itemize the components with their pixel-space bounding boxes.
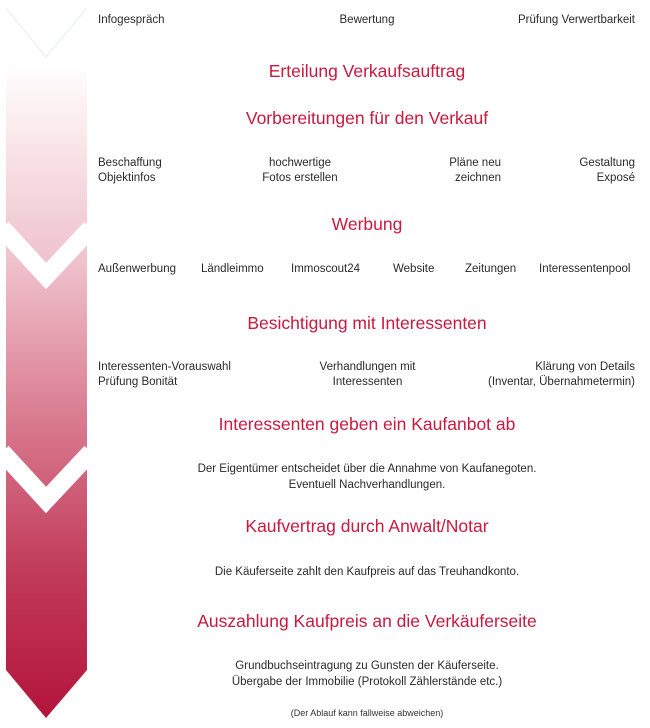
prep-item-plaene: Pläne neu zeichnen (449, 157, 501, 184)
step-pruefung-verwertbarkeit: Prüfung Verwertbarkeit (518, 14, 635, 26)
heading-auszahlung: Auszahlung Kaufpreis an die Verkäufersei… (197, 611, 537, 631)
heading-besichtigung: Besichtigung mit Interessenten (247, 313, 487, 333)
ad-channel-interessentenpool: Interessentenpool (539, 263, 631, 275)
heading-vorbereitungen: Vorbereitungen für den Verkauf (245, 108, 489, 128)
heading-erteilung-verkaufsauftrag: Erteilung Verkaufsauftrag (268, 61, 466, 81)
footnote: (Der Ablauf kann fallweise abweichen) (290, 708, 444, 718)
auszahlung-description: Grundbuchseintragung zu Gunsten der Käuf… (231, 660, 503, 688)
prep-item-expose: Gestaltung Exposé (579, 157, 635, 184)
ad-channel-laendleimmo: Ländleimmo (201, 263, 264, 275)
ad-channel-zeitungen: Zeitungen (465, 263, 517, 275)
heading-kaufvertrag: Kaufvertrag durch Anwalt/Notar (245, 516, 489, 536)
heading-werbung: Werbung (331, 214, 403, 234)
heading-kaufanbot: Interessenten geben ein Kaufanbot ab (218, 414, 516, 434)
prep-item-fotos: hochwertige Fotos erstellen (262, 157, 338, 184)
viewing-item-verhandlungen: Verhandlungen mit Interessenten (319, 361, 416, 388)
process-arrow-icon (0, 7, 98, 718)
ad-channel-website: Website (393, 263, 435, 275)
ad-channel-immoscout24: Immoscout24 (291, 263, 361, 275)
prep-item-objektinfos: Beschaffung Objektinfos (98, 157, 162, 184)
kaufanbot-description: Der Eigentümer entscheidet über die Anna… (197, 463, 537, 491)
viewing-item-details: Klärung von Details (Inventar, Übernahme… (487, 361, 635, 388)
viewing-item-vorauswahl: Interessenten-Vorauswahl Prüfung Bonität (98, 361, 231, 388)
kaufvertrag-description: Die Käuferseite zahlt den Kaufpreis auf … (214, 566, 520, 578)
step-bewertung: Bewertung (339, 14, 395, 26)
ad-channel-aussenwerbung: Außenwerbung (98, 263, 176, 275)
step-infogespraech: Infogespräch (98, 14, 165, 26)
